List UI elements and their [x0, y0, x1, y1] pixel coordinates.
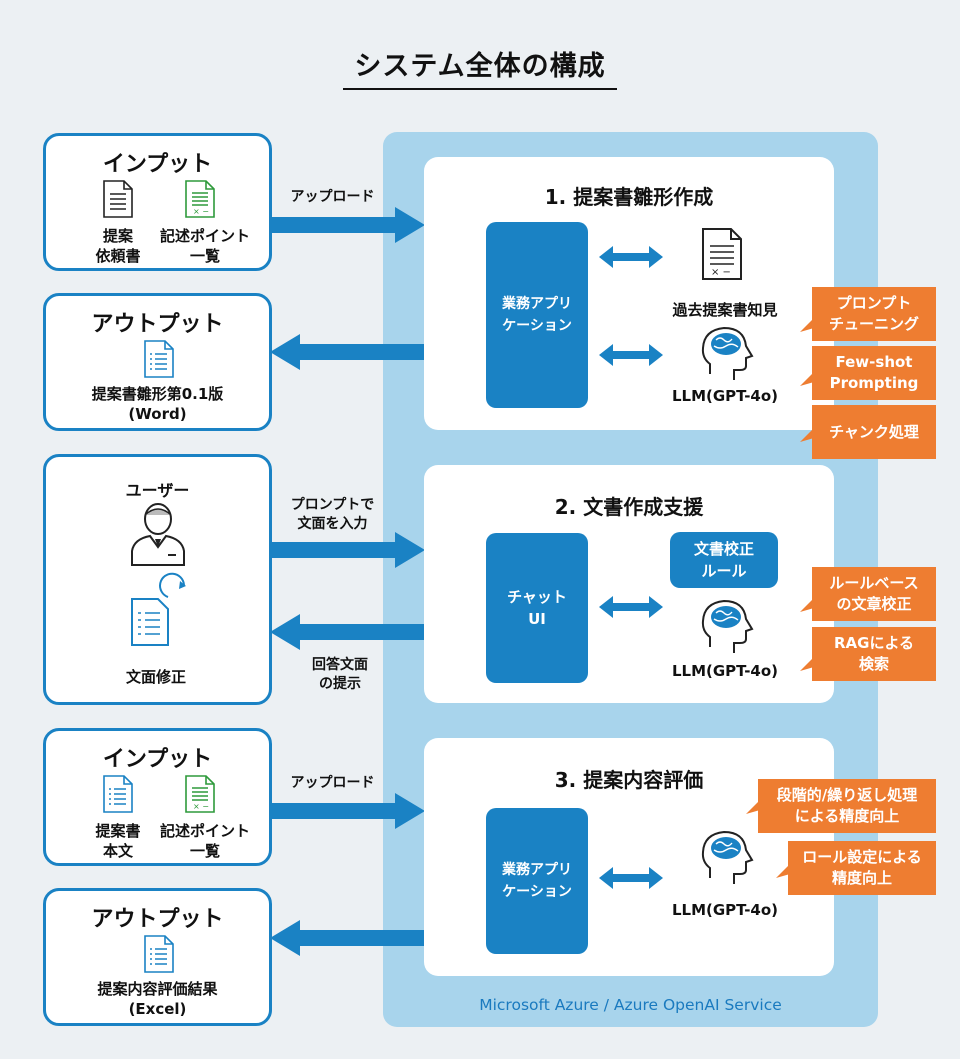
arrow-right-prompt [270, 532, 425, 568]
step-title: 2. 文書作成支援 [554, 495, 704, 519]
input-panel-1: インプット × − 提案 依頼書 記述ポイント 一覧 [43, 133, 272, 271]
tag-role-setting: ロール設定による 精度向上 [788, 841, 936, 895]
tag-pointer [746, 800, 760, 814]
double-arrow-icon [599, 246, 663, 268]
document-icon: × − [702, 228, 742, 280]
word-document-icon [144, 935, 174, 973]
arrow-label-upload-2: アップロード [290, 775, 375, 791]
document-edit-icon [131, 572, 186, 646]
double-arrow-icon [599, 596, 663, 618]
page-title: システム全体の構成 [354, 51, 606, 82]
input-panel-2: インプット × − 提案書 本文 記述ポイント 一覧 [43, 728, 272, 866]
double-arrow-icon [599, 344, 663, 366]
step-3-box: 3. 提案内容評価 業務アプリ ケーション LLM(GPT-4o) [424, 738, 834, 976]
svg-text:× −: × − [193, 802, 209, 811]
business-app-box: 業務アプリ ケーション [486, 222, 588, 408]
business-app-box: 業務アプリ ケーション [486, 808, 588, 954]
panel-title: インプット [102, 747, 213, 772]
tag-chunking: チャンク処理 [812, 405, 936, 459]
llm-label: LLM(GPT-4o) [671, 662, 779, 680]
double-arrow-icon [599, 867, 663, 889]
tag-iterative: 段階的/繰り返し処理 による精度向上 [758, 779, 936, 833]
item-label: 記述ポイント 一覧 [159, 227, 250, 265]
item-label: 提案書 本文 [95, 822, 141, 860]
tag-pointer [800, 318, 814, 332]
panel-title: アウトプット [91, 312, 224, 337]
tag-pointer [800, 428, 814, 442]
output-panel-2: アウトプット 提案内容評価結果 (Excel) [43, 888, 272, 1026]
arrow-left-output-1 [270, 334, 425, 370]
svg-text:× −: × − [193, 207, 209, 216]
tag-pointer [800, 372, 814, 386]
tag-pointer [800, 657, 814, 671]
step-title: 3. 提案内容評価 [554, 768, 704, 792]
arrow-label-answer: 回答文面 の提示 [312, 657, 368, 692]
output-panel-1: アウトプット 提案書雛形第0.1版 (Word) [43, 293, 272, 431]
arrow-label-prompt: プロンプトで 文面を入力 [290, 497, 375, 532]
document-icon [103, 775, 133, 813]
user-icon [131, 503, 185, 566]
user-panel: ユーザー 文面修正 [43, 454, 272, 705]
arrow-right-upload-2 [270, 793, 425, 829]
item-label: 提案書雛形第0.1版 (Word) [91, 385, 224, 423]
chat-ui-box: チャット UI [486, 533, 588, 683]
item-label: 文面修正 [125, 668, 186, 686]
tag-rule-based: ルールベース の文章校正 [812, 567, 936, 621]
arrow-left-output-2 [270, 920, 425, 956]
tag-prompt-tuning: プロンプト チューニング [812, 287, 936, 341]
brain-ai-icon [701, 830, 754, 884]
tag-pointer [776, 864, 790, 878]
excel-document-icon: × − [185, 775, 215, 813]
arrow-right-upload-1 [270, 207, 425, 243]
llm-label: LLM(GPT-4o) [671, 387, 779, 405]
step-title: 1. 提案書雛形作成 [544, 185, 714, 209]
svg-text:× −: × − [711, 267, 731, 278]
panel-title: アウトプット [91, 907, 224, 932]
proofreading-rules-box: 文書校正 ルール [670, 532, 778, 588]
arrow-left-answer [270, 614, 425, 650]
item-label: 提案内容評価結果 (Excel) [97, 980, 218, 1018]
panel-title: インプット [102, 152, 213, 177]
tag-few-shot: Few-shot Prompting [812, 346, 936, 400]
word-document-icon [144, 340, 174, 378]
item-label: 記述ポイント 一覧 [159, 822, 250, 860]
azure-label: Microsoft Azure / Azure OpenAI Service [479, 996, 782, 1014]
brain-ai-icon [701, 599, 754, 653]
tag-pointer [800, 598, 814, 612]
llm-label: LLM(GPT-4o) [671, 901, 779, 919]
document-icon [103, 180, 133, 218]
title-underline [343, 88, 617, 90]
step-1-box: 1. 提案書雛形作成 業務アプリ ケーション × − 過去提案書知見 LLM(G… [424, 157, 834, 430]
arrow-label-upload-1: アップロード [290, 189, 375, 205]
knowledge-label: 過去提案書知見 [672, 301, 778, 319]
step-2-box: 2. 文書作成支援 チャット UI 文書校正 ルール LLM(GPT-4o) [424, 465, 834, 703]
panel-title: ユーザー [125, 481, 190, 500]
brain-ai-icon [701, 326, 754, 380]
item-label: 提案 依頼書 [95, 227, 141, 265]
tag-rag: RAGによる 検索 [812, 627, 936, 681]
excel-document-icon: × − [185, 180, 215, 218]
